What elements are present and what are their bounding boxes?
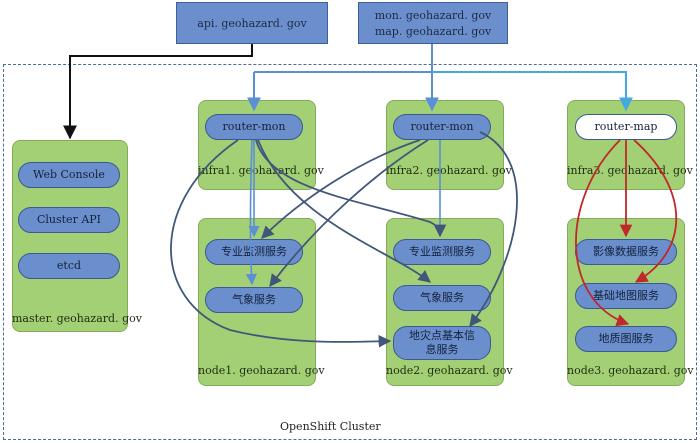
node2-label: node2. geohazard. gov bbox=[386, 364, 513, 377]
node3-service-imagery: 影像数据服务 bbox=[575, 239, 677, 265]
node3-service-geology: 地质图服务 bbox=[575, 326, 677, 352]
cluster-label: OpenShift Cluster bbox=[280, 420, 381, 433]
node3-service-basemap: 基础地图服务 bbox=[575, 283, 677, 309]
infra3-node-label: infra3. geohazard. gov bbox=[567, 164, 693, 177]
mon-domain-label: mon. geohazard. gov bbox=[374, 9, 492, 22]
api-domain-label: api. geohazard. gov bbox=[197, 17, 307, 30]
app-domain-box: mon. geohazard. gov map. geohazard. gov bbox=[358, 2, 508, 44]
map-domain-label: map. geohazard. gov bbox=[374, 25, 492, 38]
infra2-node-label: infra2. geohazard. gov bbox=[386, 164, 512, 177]
infra1-router-pill: router-mon bbox=[205, 114, 303, 140]
node2-service-hazard-points: 地灾点基本信息服务 bbox=[393, 326, 491, 360]
node2-service-monitoring: 专业监测服务 bbox=[393, 239, 491, 265]
node2-service-weather: 气象服务 bbox=[393, 285, 491, 311]
node1-label: node1. geohazard. gov bbox=[198, 364, 325, 377]
infra3-router-pill: router-map bbox=[575, 114, 677, 140]
node3-label: node3. geohazard. gov bbox=[567, 364, 694, 377]
infra1-node-label: infra1. geohazard. gov bbox=[198, 164, 324, 177]
node1-service-weather: 气象服务 bbox=[205, 287, 303, 313]
etcd-pill: etcd bbox=[18, 253, 120, 279]
master-node-label: master. geohazard. gov bbox=[12, 312, 142, 325]
infra2-router-pill: router-mon bbox=[393, 114, 491, 140]
api-domain-box: api. geohazard. gov bbox=[176, 2, 328, 44]
node1-service-monitoring: 专业监测服务 bbox=[205, 239, 303, 265]
web-console-pill: Web Console bbox=[18, 162, 120, 188]
cluster-api-pill: Cluster API bbox=[18, 207, 120, 233]
